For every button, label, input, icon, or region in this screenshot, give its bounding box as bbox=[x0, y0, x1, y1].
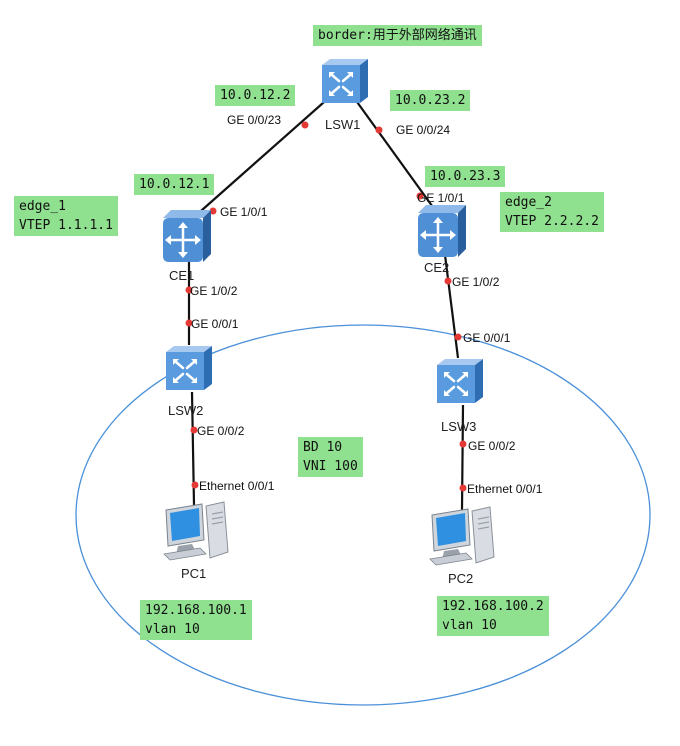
lsw3-switch-icon[interactable] bbox=[433, 357, 485, 405]
port-label-pc2-ethernet: Ethernet 0/0/1 bbox=[467, 482, 543, 496]
ce1-router-icon[interactable] bbox=[157, 208, 213, 264]
ce1-label: CE1 bbox=[169, 268, 195, 283]
port-dot-lsw3-ge0-0-2 bbox=[459, 440, 467, 448]
port-dot-lsw3-ge0-0-1 bbox=[454, 333, 462, 341]
vxlan-domain-ellipse bbox=[75, 324, 651, 706]
port-dot-ce1-ge1-0-1 bbox=[209, 207, 217, 215]
port-dot-ce2-ge1-0-2 bbox=[444, 277, 452, 285]
port-label-lsw2-ge0-0-1: GE 0/0/1 bbox=[191, 317, 239, 331]
port-label-ce1-ge1-0-2: GE 1/0/2 bbox=[190, 284, 238, 298]
ip-note-lsw1-right: 10.0.23.2 bbox=[390, 90, 471, 111]
link-lsw3-pc2 bbox=[460, 404, 465, 511]
port-dot-ce2-ge1-0-1 bbox=[416, 192, 424, 200]
port-label-ce2-ge1-0-2: GE 1/0/2 bbox=[452, 275, 500, 289]
port-dot-pc1-eth bbox=[191, 481, 199, 489]
lsw1-label: LSW1 bbox=[325, 117, 361, 132]
ip-note-ce1: 10.0.12.1 bbox=[134, 174, 215, 195]
lsw1-switch-icon[interactable] bbox=[318, 57, 370, 105]
port-label-lsw1-ge0-0-24: GE 0/0/24 bbox=[396, 123, 451, 137]
port-dot-pc2-eth bbox=[459, 484, 467, 492]
port-label-pc1-ethernet: Ethernet 0/0/1 bbox=[199, 479, 275, 493]
ip-note-lsw1-left: 10.0.12.2 bbox=[215, 85, 296, 106]
port-label-lsw1-ge0-0-23: GE 0/0/23 bbox=[227, 113, 282, 127]
link-ce2-lsw3 bbox=[443, 254, 460, 359]
ce2-router-icon[interactable] bbox=[412, 203, 468, 259]
border-note: border:用于外部网络通讯 bbox=[313, 25, 482, 46]
port-dot-lsw1-ge0-0-23 bbox=[301, 121, 309, 129]
port-dot-lsw2-ge0-0-1 bbox=[185, 319, 193, 327]
port-dot-lsw2-ge0-0-2 bbox=[190, 426, 198, 434]
pc1-computer-icon[interactable] bbox=[162, 500, 232, 562]
port-label-lsw3-ge0-0-2: GE 0/0/2 bbox=[468, 439, 516, 453]
lsw3-label: LSW3 bbox=[441, 419, 477, 434]
ce2-label: CE2 bbox=[424, 260, 450, 275]
link-lsw1-ce1 bbox=[192, 94, 333, 219]
port-label-lsw2-ge0-0-2: GE 0/0/2 bbox=[197, 424, 245, 438]
pc2-label: PC2 bbox=[448, 571, 474, 586]
port-dot-ce1-ge1-0-2 bbox=[185, 286, 193, 294]
port-label-ce2-ge1-0-1: GE 1/0/1 bbox=[417, 191, 465, 205]
port-dot-lsw1-ge0-0-24 bbox=[375, 126, 383, 134]
pc2-computer-icon[interactable] bbox=[428, 505, 498, 567]
lsw2-label: LSW2 bbox=[168, 403, 204, 418]
link-lsw1-ce2 bbox=[351, 94, 436, 211]
ip-note-ce2: 10.0.23.3 bbox=[425, 166, 506, 187]
port-label-ce1-ge1-0-1: GE 1/0/1 bbox=[220, 205, 268, 219]
lsw2-switch-icon[interactable] bbox=[162, 344, 214, 392]
pc1-label: PC1 bbox=[181, 566, 207, 581]
port-label-lsw3-ge0-0-1: GE 0/0/1 bbox=[463, 331, 511, 345]
